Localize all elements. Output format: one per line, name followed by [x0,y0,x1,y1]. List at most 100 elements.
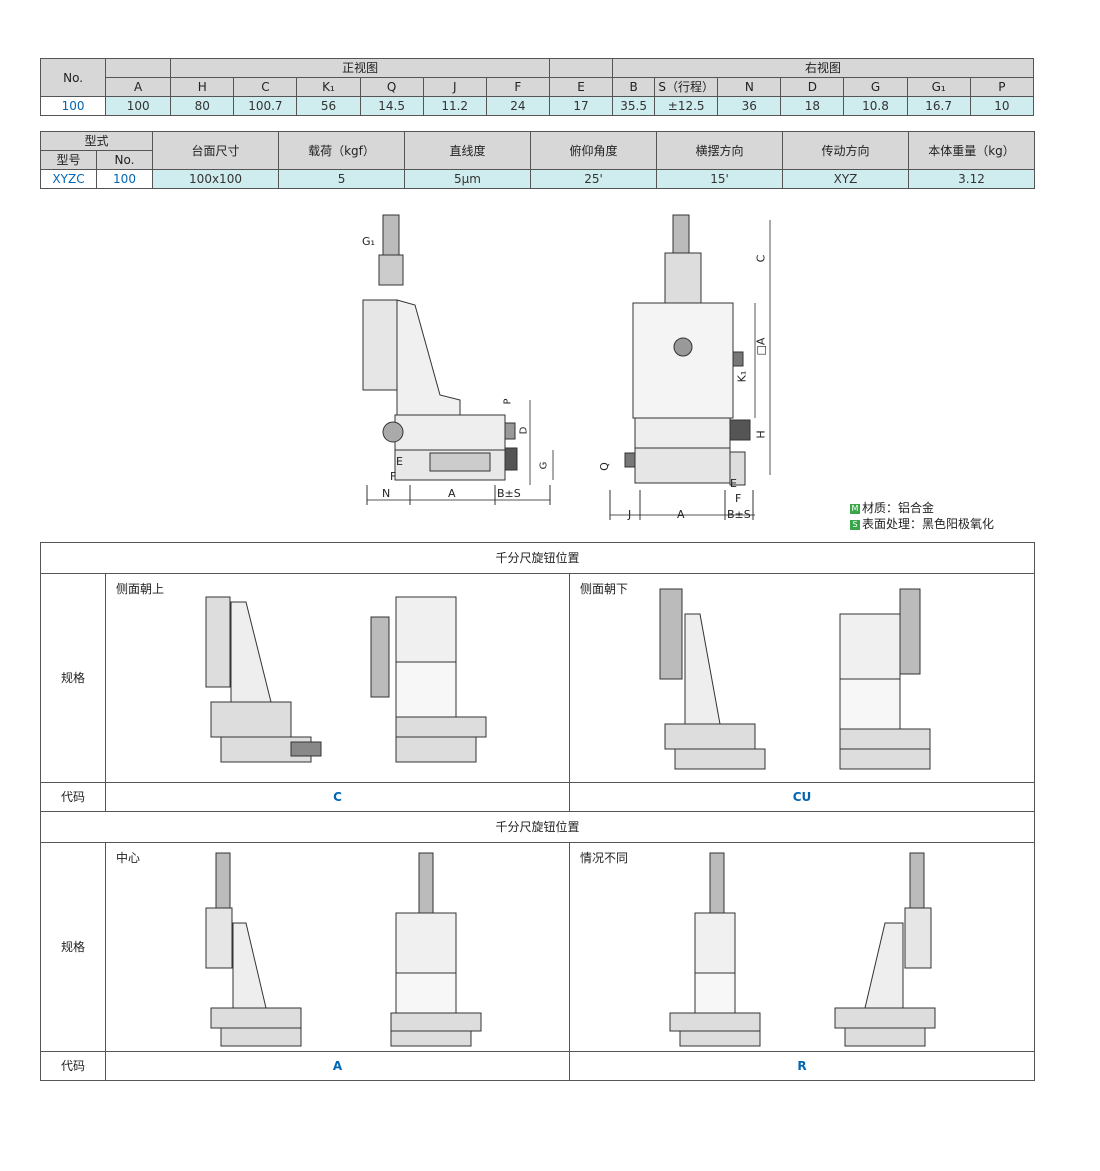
code-r: R [568,1051,1036,1081]
dim-value-1: 80 [170,96,235,116]
knob-position-table: 千分尺旋钮位置 规格 侧面朝上 侧面朝下 代码 C CU 千分尺旋钮位置 规格 [39,542,1036,1081]
dim-header-11: D [780,77,845,97]
variant-cu-side-image [659,588,766,770]
variant-c-front-image [370,596,487,763]
variant-a-side-image [205,852,302,1047]
label-j: J [628,508,632,521]
dim-header-4: Q [359,77,424,97]
dim-value-8: 35.5 [612,96,656,116]
surface-mark: S [850,519,860,530]
dim-value-12: 10.8 [843,96,908,116]
dim-header-13: G₁ [906,77,971,97]
dim-value-9: ±12.5 [654,96,719,116]
label-c: C [754,254,768,263]
spec-header-2: 直线度 [404,131,532,170]
label-p: P [502,398,514,405]
variant-a-front-image [390,852,482,1047]
no-header: No. [39,58,107,97]
spec-value-3: 25' [530,169,658,189]
side-view-drawing [362,214,554,505]
dim-header-7: E [548,77,614,97]
spec-value-2: 5μm [404,169,532,189]
dim-header-1: H [170,77,235,97]
dim-value-13: 16.7 [906,96,971,116]
spec-header-3: 俯仰角度 [530,131,658,170]
variant-r-label: 情况不同 [580,851,629,865]
no-value: 100 [95,169,154,189]
no-header: No. [95,150,154,170]
label-q: Q [597,462,611,471]
spec-value-6: 3.12 [908,169,1036,189]
label-b-s: B±S [497,487,521,500]
dim-header-6: F [485,77,550,97]
front-view-header: 正视图 [170,58,550,78]
spec-label-2: 规格 [40,842,106,1052]
label-f2: F [735,492,742,505]
dim-value-10: 36 [717,96,782,116]
label-g: G [538,461,550,470]
model-header: 型号 [40,150,97,170]
dim-header-8: B [612,77,656,97]
dim-value-4: 14.5 [359,96,424,116]
dim-value-14: 10 [969,96,1035,116]
spec-header-1: 载荷（kgf） [278,131,406,170]
section-title-2: 千分尺旋钮位置 [39,811,1036,843]
dim-value-11: 18 [780,96,845,116]
section-title-1: 千分尺旋钮位置 [39,542,1036,574]
label-h: H [754,430,768,439]
variant-r-front-image [834,852,936,1047]
label-b-s2: B±S [727,508,751,521]
dim-header-10: N [717,77,782,97]
code-a: A [105,1051,570,1081]
right-view-header: 右视图 [612,58,1034,78]
code-cu: CU [568,782,1036,812]
spec-header-4: 横摆方向 [656,131,784,170]
dim-header-9: S（行程） [654,77,719,97]
spec-value-5: XYZ [782,169,910,189]
type-header: 型式 [39,131,154,151]
label-square-a: □A [754,337,768,356]
dim-value-7: 17 [548,96,614,116]
label-n: N [382,487,391,500]
dim-value-0: 100 [105,96,172,116]
spec-header-0: 台面尺寸 [152,131,280,170]
label-a: A [448,487,456,500]
variant-cu-front-image [839,588,931,770]
variant-cu-cell: 侧面朝下 [568,573,1036,783]
dim-value-3: 56 [296,96,361,116]
dim-header-3: K₁ [296,77,361,97]
label-f: F [390,470,397,483]
model-value: XYZC [40,169,97,189]
spec-value-0: 100x100 [152,169,280,189]
spec-table: 型式 台面尺寸 载荷（kgf） 直线度 俯仰角度 横摆方向 传动方向 本体重量（… [39,131,1036,189]
variant-r-side-image [669,852,761,1047]
variant-c-cell: 侧面朝上 [105,573,570,783]
code-label-2: 代码 [40,1051,106,1081]
dim-value-6: 24 [485,96,550,116]
variant-a-label: 中心 [116,851,141,865]
dim-header-12: G [843,77,908,97]
variant-c-label: 侧面朝上 [116,582,165,596]
label-e2: E [730,477,737,490]
code-label-1: 代码 [40,782,106,812]
dim-header-0: A [105,77,172,97]
row-no: 100 [39,96,107,116]
spec-value-4: 15' [656,169,784,189]
front-view-drawing [609,214,771,520]
variant-cu-label: 侧面朝下 [580,582,629,596]
dim-value-2: 100.7 [233,96,298,116]
label-a2: A [677,508,685,521]
code-c: C [105,782,570,812]
spec-header-5: 传动方向 [782,131,910,170]
variant-c-side-image [205,596,322,763]
variant-a-cell: 中心 [105,842,570,1052]
dim-header-14: P [969,77,1035,97]
label-e: E [396,455,403,468]
spec-label-1: 规格 [40,573,106,783]
spec-header-6: 本体重量（kg） [908,131,1036,170]
label-g1: G₁ [362,235,375,248]
dim-value-5: 11.2 [422,96,487,116]
dim-header-5: J [422,77,487,97]
